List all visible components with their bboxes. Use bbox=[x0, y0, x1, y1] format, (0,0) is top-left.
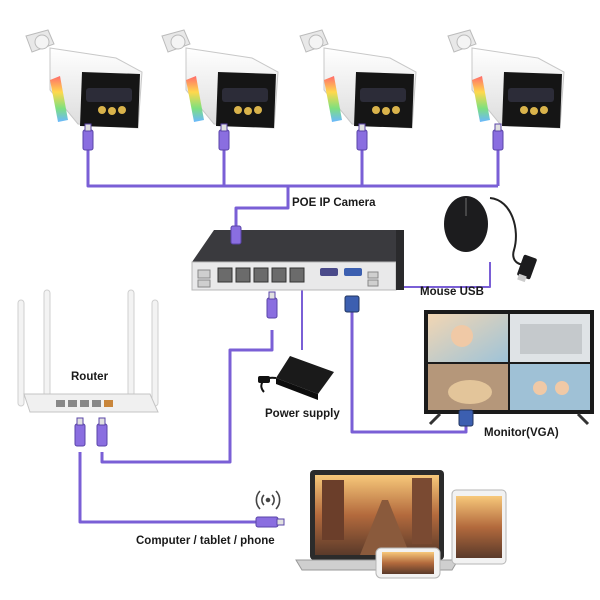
rj45-connector-icon bbox=[96, 417, 108, 447]
rj45-connector-icon bbox=[230, 225, 242, 245]
monitor-label: Monitor(VGA) bbox=[484, 427, 559, 439]
rj45-connector-icon bbox=[356, 123, 368, 151]
mouse-usb-cable bbox=[378, 262, 491, 288]
camera-connectors bbox=[82, 123, 504, 151]
nvr-router-cable bbox=[100, 330, 274, 464]
wifi-router-icon bbox=[17, 289, 159, 413]
tablet-icon bbox=[451, 489, 507, 565]
rj45-connector-icon bbox=[266, 291, 278, 319]
vga-connector-icon bbox=[344, 295, 360, 313]
bullet-camera-icon bbox=[299, 29, 417, 129]
poe-camera-label: POE IP Camera bbox=[292, 197, 376, 209]
wifi-signal-icon bbox=[255, 490, 281, 510]
cables bbox=[78, 150, 500, 524]
bullet-camera-icon bbox=[161, 29, 279, 129]
nvr-recorder-icon bbox=[191, 230, 404, 291]
rj45-connector-icon bbox=[82, 123, 94, 151]
monitor-icon bbox=[424, 310, 594, 426]
power-adapter-icon bbox=[258, 356, 334, 400]
rj45-connector-icon bbox=[218, 123, 230, 151]
rj45-connector-icon bbox=[492, 123, 504, 151]
bullet-camera-icon bbox=[447, 29, 565, 129]
smartphone-icon bbox=[375, 547, 441, 579]
power-supply-label: Power supply bbox=[265, 408, 340, 420]
rj45-connector-icon bbox=[255, 516, 285, 528]
router-label: Router bbox=[71, 371, 109, 383]
rj45-connector-icon bbox=[74, 417, 86, 447]
camera-to-nvr-cable bbox=[234, 186, 290, 232]
camera-cable-1 bbox=[86, 150, 498, 188]
vga-connector-icon bbox=[458, 409, 474, 427]
clients-label: Computer / tablet / phone bbox=[136, 535, 275, 547]
camera-row bbox=[25, 29, 565, 129]
usb-mouse-icon bbox=[444, 196, 537, 283]
mouse-usb-label: Mouse USB bbox=[420, 286, 484, 298]
bullet-camera-icon bbox=[25, 29, 143, 129]
router-client-cable bbox=[78, 452, 258, 524]
